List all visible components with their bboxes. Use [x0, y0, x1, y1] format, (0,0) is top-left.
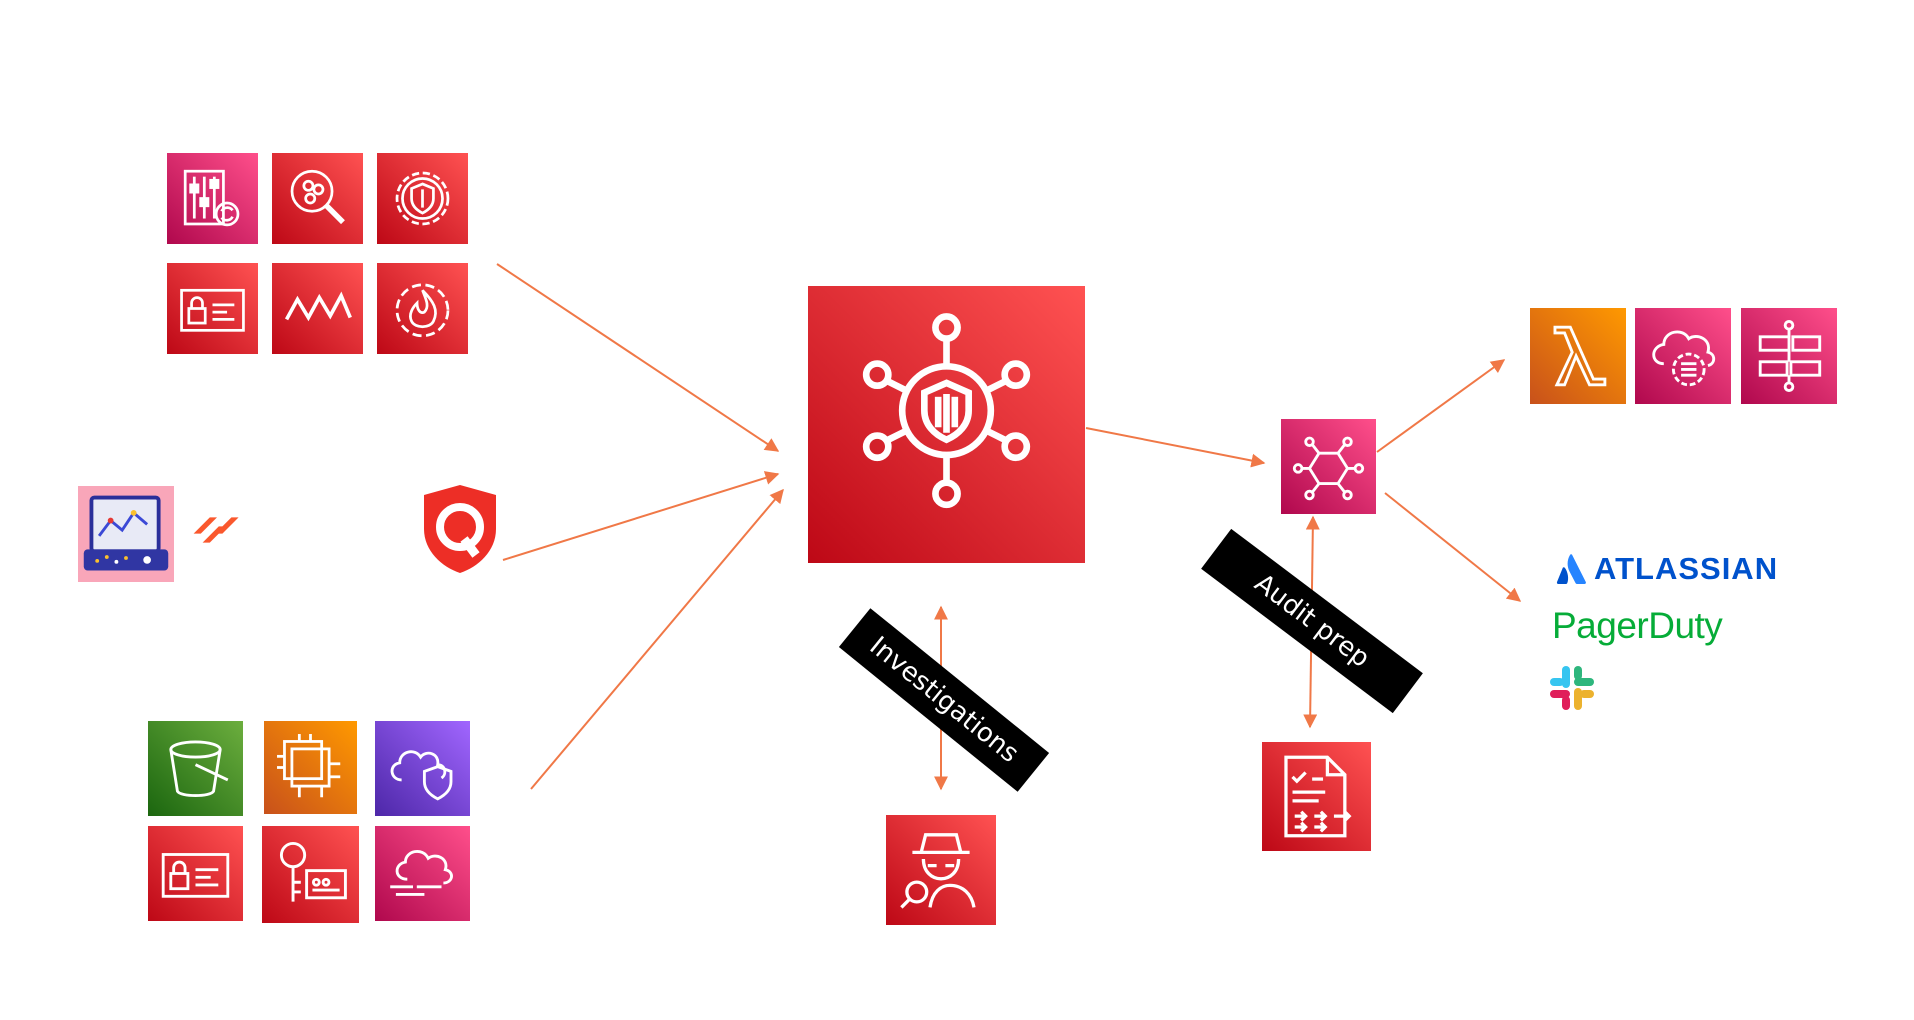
iam-identity-card-icon: [148, 826, 243, 921]
cloudtrail-icon: [375, 826, 470, 921]
qualys-icon: [420, 483, 500, 575]
arrow-eventbridge-to-compute: [1376, 359, 1506, 453]
security-hub-icon: [808, 286, 1085, 563]
firewall-manager-icon: [377, 263, 468, 354]
palo-alto-icon: [190, 512, 244, 548]
s3-bucket-icon: [148, 721, 243, 816]
iam-access-analyzer-icon: [167, 263, 258, 354]
systems-manager-config-icon: [167, 153, 258, 244]
arrow-hub-to-eventbridge: [1085, 427, 1266, 468]
partner-monitoring-icon: [78, 486, 174, 582]
systems-manager-icon: [1635, 308, 1731, 404]
ec2-icon: [264, 721, 357, 814]
pagerduty-wordmark: PagerDuty: [1552, 605, 1723, 646]
audit-manager-icon: [1262, 742, 1371, 851]
kms-key-icon: [262, 826, 359, 923]
slack-icon: [1548, 664, 1596, 712]
investigations-label: Investigations: [838, 608, 1050, 792]
security-settings-icon: [377, 153, 468, 244]
macie-icon: [272, 263, 363, 354]
audit-prep-label: Audit prep: [1201, 528, 1423, 714]
cloud-shield-icon: [375, 721, 470, 816]
lambda-icon: [1530, 308, 1626, 404]
inspector-icon: [272, 153, 363, 244]
step-functions-icon: [1741, 308, 1837, 404]
arrow-top-group-to-hub: [496, 263, 780, 452]
atlassian-wordmark: ATLASSIAN: [1594, 551, 1779, 586]
arrow-bottom-group-to-hub: [530, 488, 784, 790]
arrow-eventbridge-to-tickets: [1384, 492, 1522, 602]
eventbridge-icon: [1281, 419, 1376, 514]
arrow-partners-to-hub: [502, 471, 780, 561]
detective-icon: [886, 815, 996, 925]
atlassian-logo-icon: [1556, 553, 1586, 585]
